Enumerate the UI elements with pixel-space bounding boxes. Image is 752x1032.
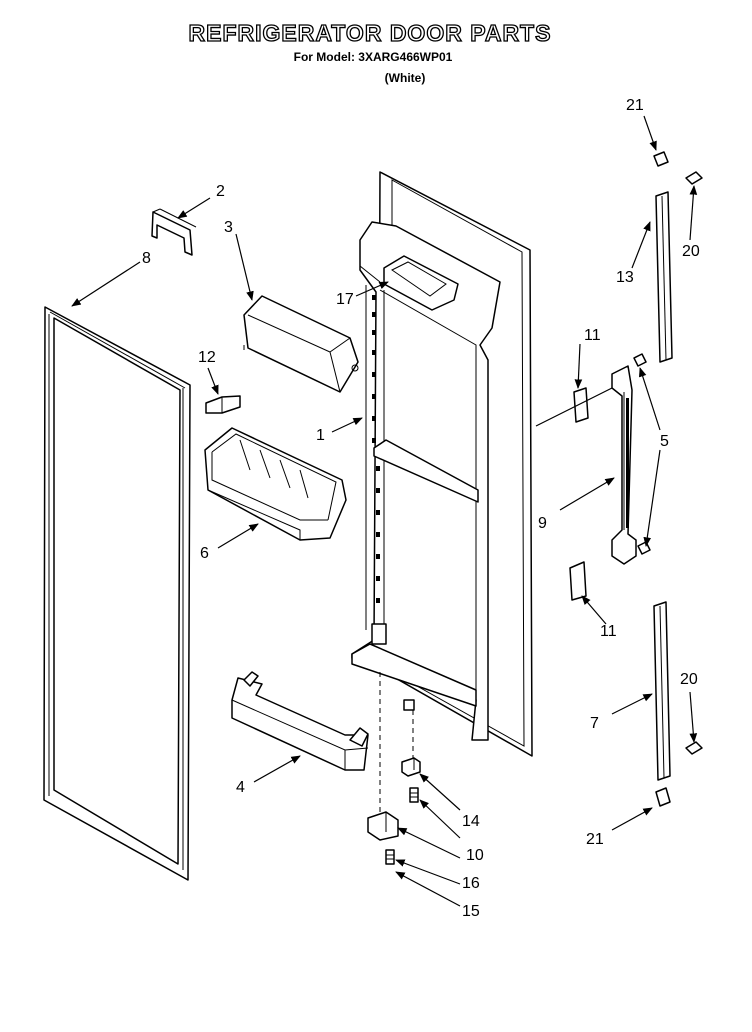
callout-17: 17 xyxy=(336,291,354,308)
callout-20-top: 20 xyxy=(682,243,700,260)
callout-7: 7 xyxy=(590,715,599,732)
callout-1: 1 xyxy=(316,427,325,444)
leader-lines xyxy=(71,115,698,907)
door-bin xyxy=(204,427,347,541)
handle-bracket-top xyxy=(573,387,589,423)
callout-15: 15 xyxy=(462,903,480,920)
color-note: (White) xyxy=(384,71,426,85)
callout-2: 2 xyxy=(216,183,225,200)
dairy-door xyxy=(243,295,359,393)
callout-16: 16 xyxy=(462,875,480,892)
callout-11-top: 11 xyxy=(584,327,601,344)
hinge-bushing xyxy=(401,757,421,777)
callout-3: 3 xyxy=(224,219,233,236)
shelf-bracket xyxy=(151,208,197,256)
callout-12: 12 xyxy=(198,349,216,366)
callout-labels: 2 3 8 12 6 4 17 1 21 20 13 11 5 9 11 20 … xyxy=(142,97,700,920)
upper-trim xyxy=(653,151,703,363)
callout-10: 10 xyxy=(466,847,484,864)
model-number: For Model: 3XARG466WP01 xyxy=(293,50,453,64)
callout-6: 6 xyxy=(200,545,209,562)
callout-9: 9 xyxy=(538,515,547,532)
callout-20-bottom: 20 xyxy=(680,671,698,688)
callout-14: 14 xyxy=(462,813,480,830)
hinge-screw-lower xyxy=(385,849,395,865)
door-shelf xyxy=(231,671,369,771)
door-liner xyxy=(351,171,533,757)
callout-21-bottom: 21 xyxy=(586,831,604,848)
callout-21-top: 21 xyxy=(626,97,644,114)
rail-holes xyxy=(372,295,380,603)
door-handle xyxy=(611,353,651,565)
callout-11-bottom: 11 xyxy=(600,623,617,640)
callout-4: 4 xyxy=(236,779,245,796)
clip xyxy=(205,395,241,414)
callout-5: 5 xyxy=(660,433,669,450)
lower-hinge xyxy=(367,811,399,841)
handle-bracket-bottom xyxy=(569,561,587,601)
callout-13: 13 xyxy=(616,269,634,286)
page-title: REFRIGERATOR DOOR PARTS xyxy=(188,19,552,46)
hinge-screw xyxy=(409,787,419,803)
door-gasket xyxy=(43,306,191,881)
lower-trim xyxy=(653,601,703,807)
callout-8: 8 xyxy=(142,250,151,267)
